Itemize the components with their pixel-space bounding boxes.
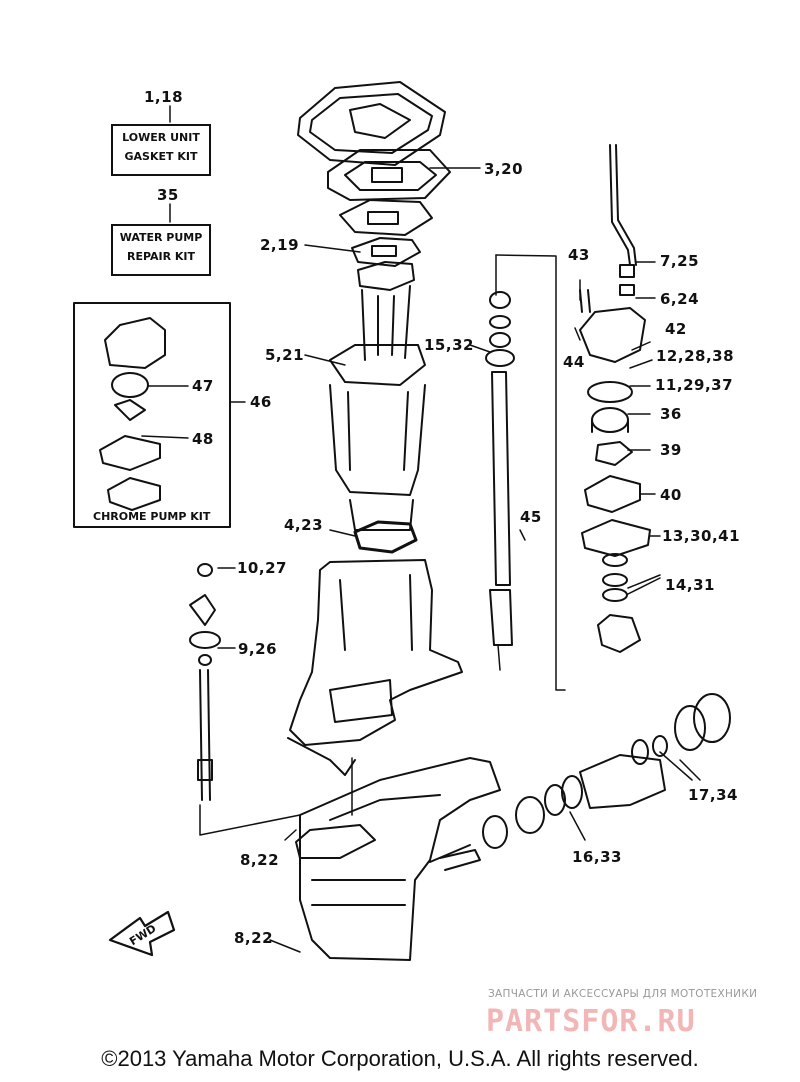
part-label: 48	[192, 430, 214, 448]
copyright-notice: ©2013 Yamaha Motor Corporation, U.S.A. A…	[101, 1046, 699, 1071]
watermark-brand: PARTSFOR.RU	[486, 1004, 696, 1039]
lower-casing	[287, 559, 463, 776]
shift-rod-parts	[189, 563, 221, 801]
kit-title-line: WATER PUMP	[119, 231, 203, 244]
part-label: 14,31	[665, 576, 715, 594]
part-label: 5,21	[265, 346, 305, 364]
gasket-3-20	[327, 149, 451, 201]
part-label: 39	[660, 441, 682, 459]
part-label: 46	[250, 393, 272, 411]
part-label: 12,28,38	[656, 347, 735, 365]
part-label: 45	[520, 508, 542, 526]
kit-title-line: LOWER UNIT	[122, 131, 200, 144]
part-label: 11,29,37	[655, 376, 734, 394]
kit-title-line: REPAIR KIT	[126, 250, 196, 263]
part-label: 2,19	[260, 236, 300, 254]
propeller-shaft-parts	[429, 693, 731, 863]
part-label: 7,25	[660, 252, 700, 270]
chrome-pump-kit-box	[73, 302, 231, 528]
gear-case	[295, 757, 501, 961]
fwd-label: FWD	[127, 922, 158, 948]
part-label: 47	[192, 377, 214, 395]
part-label: 10,27	[237, 559, 287, 577]
part-label: 8,22	[240, 851, 280, 869]
part-label: 36	[660, 405, 682, 423]
chrome-pump-parts	[99, 317, 166, 511]
part-label: 13,30,41	[662, 527, 741, 545]
fwd-arrow-icon	[108, 910, 176, 957]
part-label: 4,23	[284, 516, 324, 534]
part-label: 42	[665, 320, 687, 338]
part-label: 3,20	[484, 160, 524, 178]
part-label: 44	[563, 353, 585, 371]
drive-shaft	[485, 291, 515, 646]
part-label: 35	[157, 186, 179, 204]
part-label: 40	[660, 486, 682, 504]
part-label: 16,33	[572, 848, 622, 866]
lower-unit-gasket-kit-box: LOWER UNIT GASKET KIT	[111, 124, 211, 176]
kit-title-line: GASKET KIT	[124, 150, 198, 163]
gasket-2-19	[351, 237, 421, 291]
part-label: 1,18	[144, 88, 184, 106]
part-label: 17,34	[688, 786, 738, 804]
plate-gasket	[339, 199, 433, 236]
part-label: 6,24	[660, 290, 700, 308]
drive-shaft-housing	[329, 285, 426, 531]
part-label: 8,22	[234, 929, 274, 947]
water-pump-parts	[579, 144, 651, 653]
part-label: 43	[568, 246, 590, 264]
watermark-subtitle: ЗАПЧАСТИ И АКСЕССУАРЫ ДЛЯ МОТОТЕХНИКИ	[488, 988, 758, 1000]
part-label: 15,32	[424, 336, 474, 354]
leader-lines	[141, 105, 701, 953]
gasket-4-23	[353, 520, 418, 554]
part-label: 9,26	[238, 640, 278, 658]
top-cover-plate	[297, 81, 446, 166]
chrome-pump-kit-label: CHROME PUMP KIT	[93, 510, 211, 523]
water-pump-repair-kit-box: WATER PUMP REPAIR KIT	[111, 224, 211, 276]
